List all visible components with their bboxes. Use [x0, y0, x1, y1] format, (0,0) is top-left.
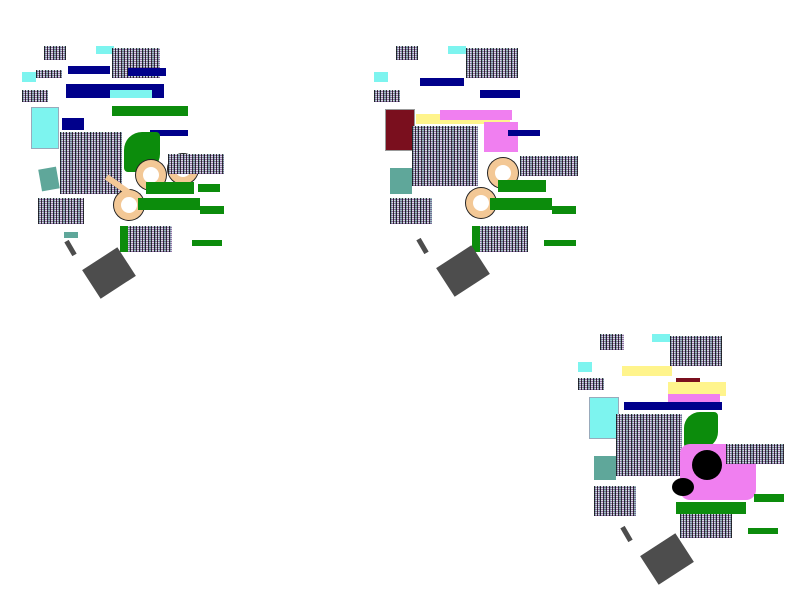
noise-block: [124, 226, 172, 252]
navy-bar: [68, 66, 110, 74]
noise-block: [670, 336, 722, 366]
glitch-cluster-top-left: [20, 44, 250, 304]
navy-bar: [128, 68, 166, 76]
glitch-cluster-top-right: [372, 44, 602, 304]
green-bar: [498, 180, 546, 192]
green-bar: [552, 206, 576, 214]
pink-bar: [440, 110, 512, 120]
noise-block: [476, 226, 528, 252]
noise-block: [412, 126, 478, 186]
green-bar: [146, 182, 194, 194]
navy-bar: [62, 118, 84, 130]
cyan-patch: [22, 72, 36, 82]
noise-strip: [396, 46, 418, 60]
cyan-patch: [96, 46, 114, 54]
noise-strip: [22, 90, 48, 102]
teal-strip: [64, 232, 78, 238]
navy-bar: [624, 402, 722, 410]
noise-strip: [374, 90, 400, 102]
teal-slab: [594, 456, 616, 480]
noise-strip: [726, 444, 784, 464]
cyan-patch: [448, 46, 466, 54]
gray-box: [640, 533, 694, 585]
noise-strip: [600, 334, 624, 350]
noise-block: [680, 514, 732, 538]
teal-slab: [390, 168, 412, 194]
noise-strip: [520, 156, 578, 176]
cyan-patch: [374, 72, 388, 82]
green-bar: [676, 502, 746, 514]
black-ring: [672, 478, 694, 496]
green-bar: [198, 184, 220, 192]
green-bar: [112, 106, 188, 116]
noise-block: [466, 48, 518, 78]
green-bar: [200, 206, 224, 214]
green-bar: [120, 226, 128, 252]
noise-strip: [36, 70, 62, 78]
cyan-slab: [590, 398, 618, 438]
green-bar: [544, 240, 576, 246]
cyan-slab: [32, 108, 58, 148]
glitch-cluster-bottom-right: [576, 332, 800, 592]
gray-slab: [416, 237, 429, 255]
green-bar: [490, 198, 552, 210]
noise-block: [616, 414, 682, 476]
green-bar: [472, 226, 480, 252]
gray-slab: [64, 239, 77, 257]
yellow-bar: [622, 366, 672, 376]
green-bar: [748, 528, 778, 534]
noise-strip: [578, 378, 604, 390]
green-bar: [754, 494, 784, 502]
black-ring: [692, 450, 722, 480]
noise-strip: [168, 154, 224, 174]
navy-bar: [420, 78, 464, 86]
teal-slab: [38, 166, 60, 192]
noise-strip: [38, 198, 84, 224]
noise-strip: [44, 46, 66, 60]
navy-bar: [480, 90, 520, 98]
cyan-patch: [578, 362, 592, 372]
pink-block: [484, 122, 518, 152]
navy-bar: [150, 130, 188, 136]
noise-strip: [594, 486, 636, 516]
noise-strip: [390, 198, 432, 224]
cyan-wedge: [110, 90, 152, 98]
cyan-patch: [652, 334, 670, 342]
yellow-bar: [668, 382, 726, 396]
maroon-slab: [386, 110, 414, 150]
navy-bar: [508, 130, 540, 136]
green-bar: [192, 240, 222, 246]
gray-box: [82, 247, 136, 299]
green-blob: [684, 412, 718, 448]
gray-slab: [620, 525, 633, 543]
gray-box: [436, 245, 490, 297]
pink-bar: [668, 394, 720, 402]
green-bar: [138, 198, 200, 210]
